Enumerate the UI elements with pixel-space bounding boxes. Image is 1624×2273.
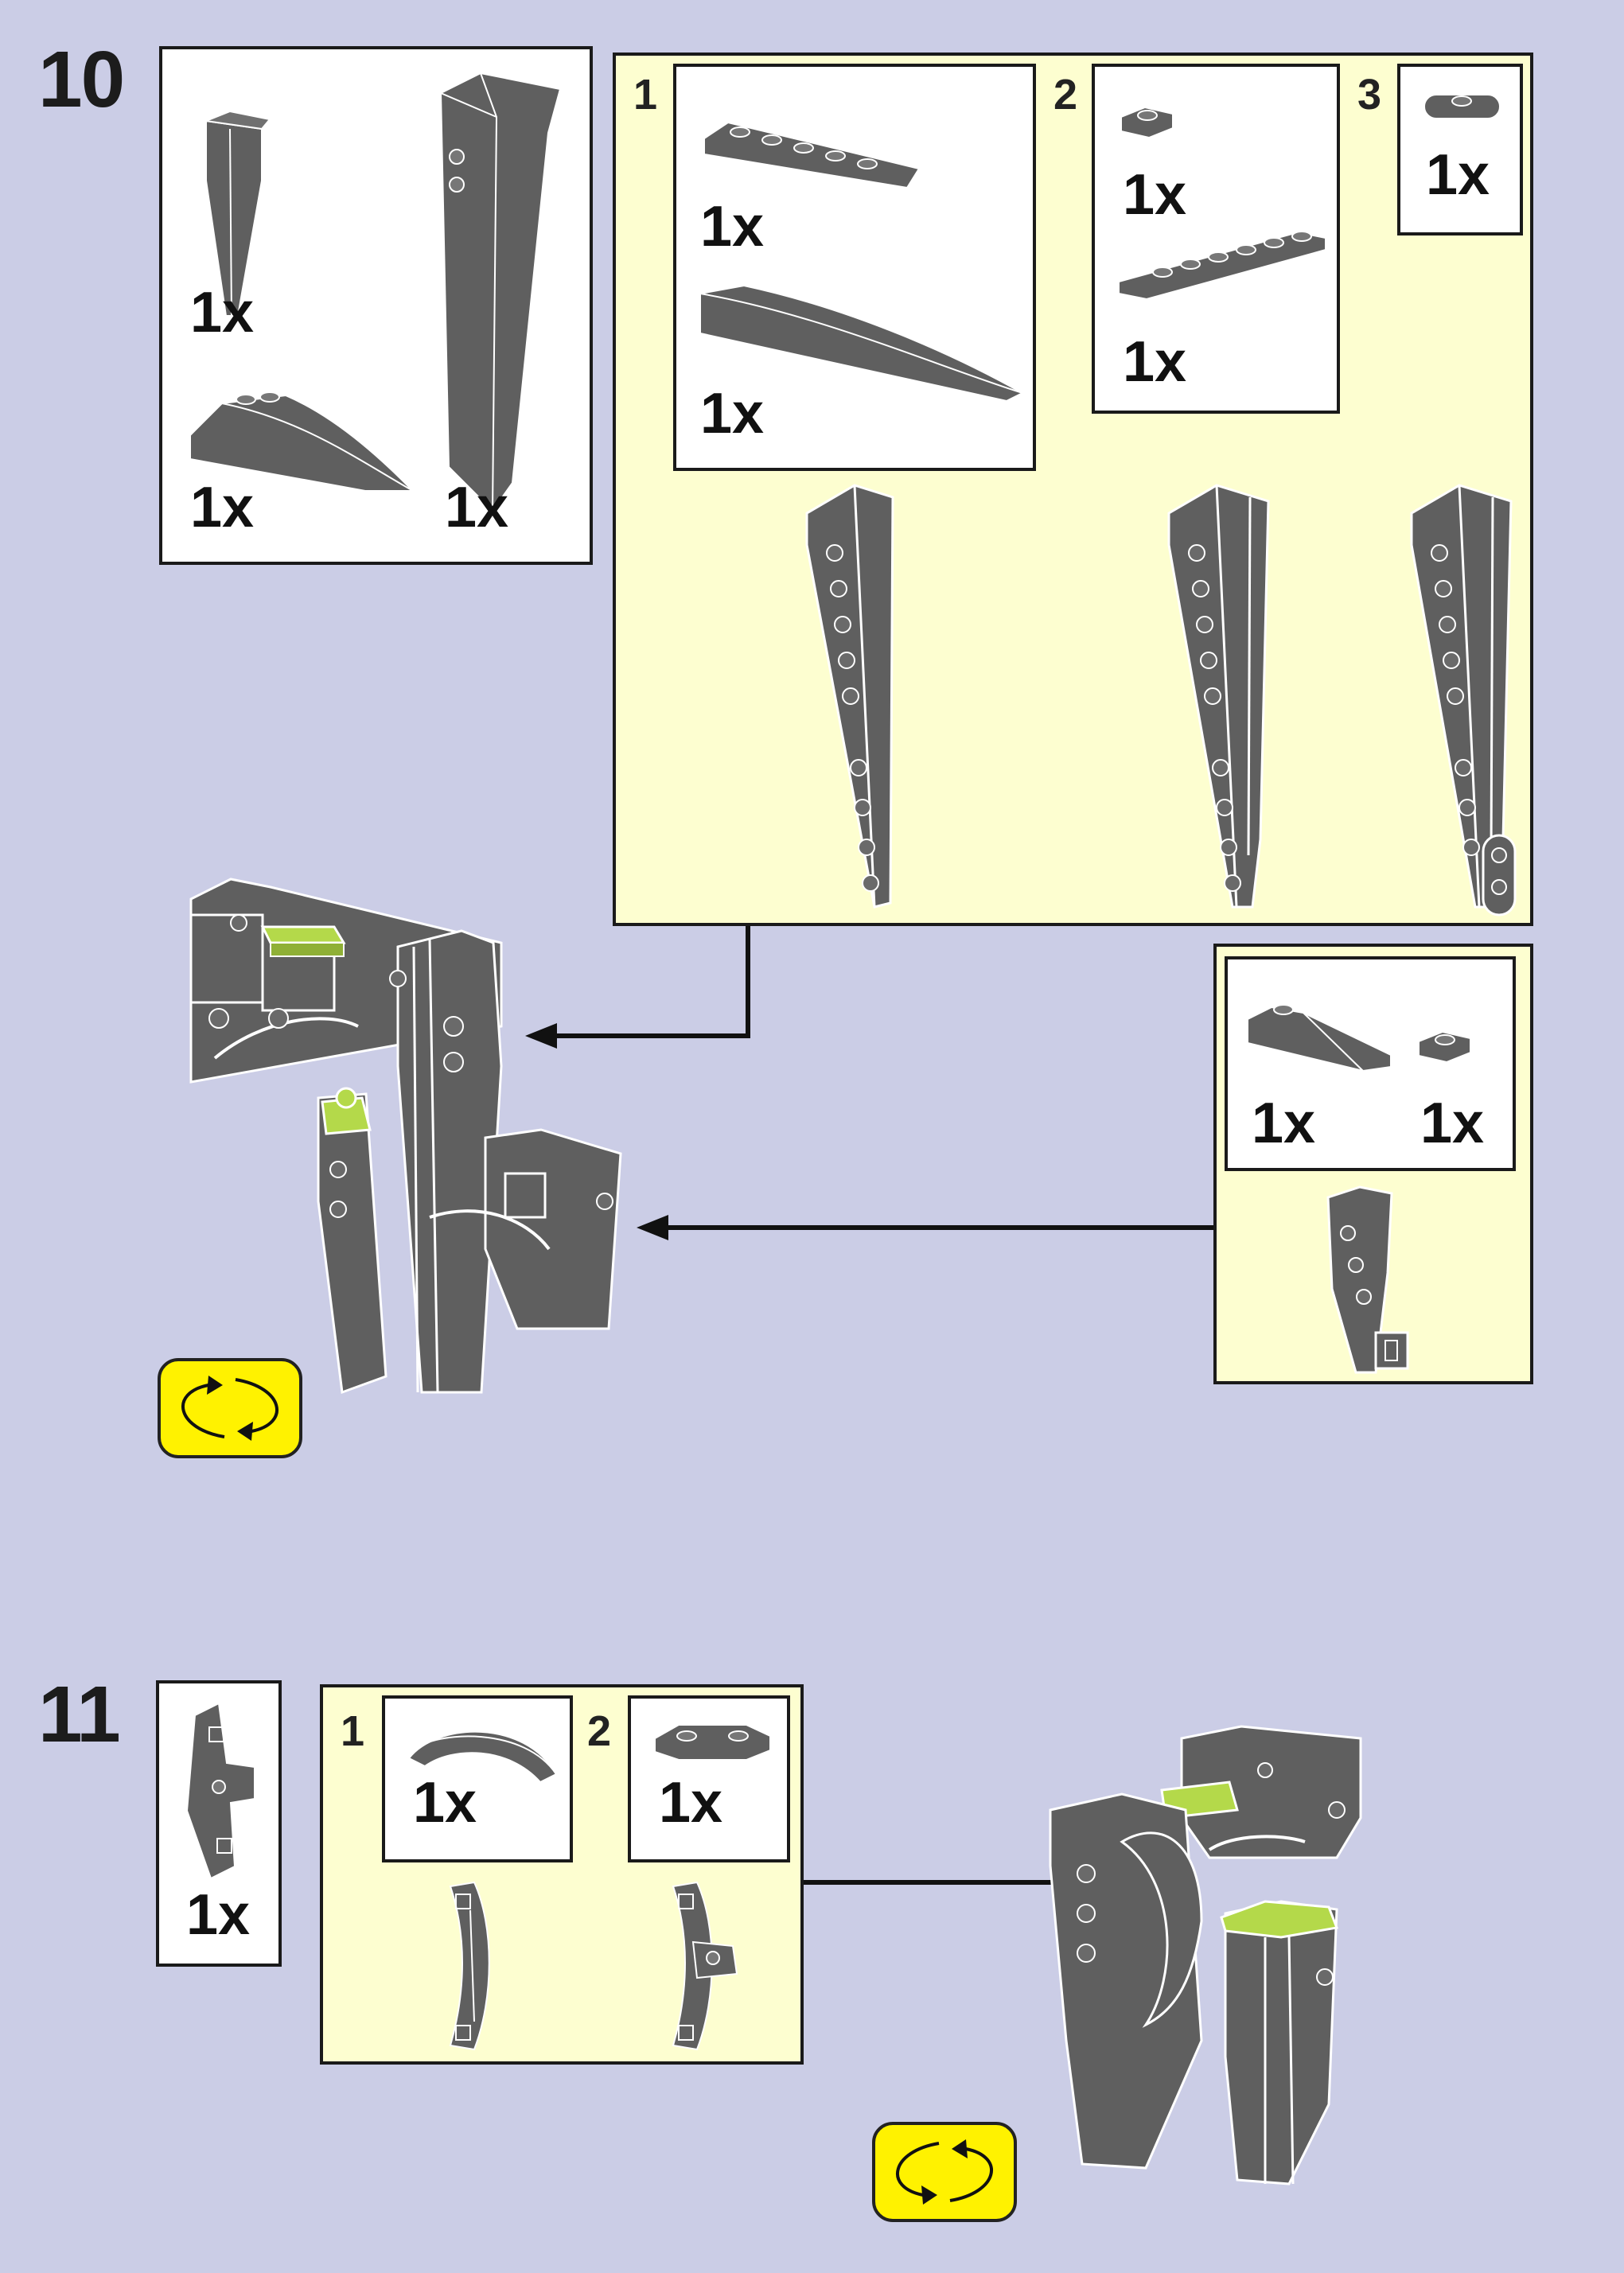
substep-number: 3 [1357,71,1382,119]
part-qty: 1x [445,476,509,539]
substep-number: 1 [341,1707,365,1755]
submodel-b-result-image [1326,1185,1409,1374]
curved-slope-icon [699,284,1025,403]
part-qty: 1x [659,1771,723,1835]
substep-number: 1 [633,71,658,119]
part-qty: 1x [190,281,255,344]
parts-list-step-11: 1x [156,1680,282,1967]
part-qty: 1x [190,476,255,539]
substep-3-parts: 1x [1397,64,1523,235]
part-qty: 1x [186,1883,251,1947]
step-11-model-image [1049,1725,1362,2185]
part-qty: 1x [700,382,765,446]
step-number-10: 10 [38,35,125,124]
tall-wedge-panel-icon [439,72,562,512]
slope-brick-icon [1247,1004,1392,1072]
part-qty: 1x [700,195,765,259]
step-number-11: 11 [38,1670,121,1759]
part-qty: 1x [1123,163,1187,227]
plate-1x6-icon [1118,231,1326,301]
part-qty: 1x [1123,330,1187,394]
substep-2-parts: 1x 1x [1092,64,1340,414]
curved-arch-icon [407,1730,558,1784]
substep-2-parts: 1x [628,1695,790,1862]
plate-1x1-icon [1120,106,1174,139]
submodel-stage-1-image [805,484,894,909]
rotate-model-icon [158,1358,302,1458]
substep-1-parts: 1x [382,1695,573,1862]
wedge-plate-icon [703,121,921,189]
submodel-stage-3-image [1410,484,1517,917]
submodel-b-step-10: 1x 1x [1213,944,1533,1384]
curved-wedge-slope-icon [189,391,415,492]
parts-list-step-10: 1x 1x 1x [159,46,593,565]
bracket-plate-icon [654,1724,771,1761]
submodel-step-11: 1 1x 2 1x [320,1684,804,2065]
substep-1-parts: 1x 1x [673,64,1036,471]
part-qty: 1x [413,1771,477,1835]
plate-1x1-icon [1418,1030,1471,1064]
submodel-stage-1-image [449,1881,490,2051]
part-qty: 1x [1252,1092,1316,1155]
step-10-model-image [189,878,622,1395]
part-qty: 1x [1426,143,1490,207]
bracket-plate-icon [185,1702,255,1880]
submodel-stage-2-image [672,1881,738,2051]
plate-round-end-icon [1423,94,1501,119]
submodel-b-parts: 1x 1x [1225,956,1516,1171]
submodel-a-step-10: 1 1x 1x 2 1x [613,53,1533,926]
submodel-stage-2-image [1167,484,1270,909]
rotate-model-icon [872,2122,1017,2222]
wedge-slope-icon [203,110,271,317]
part-qty: 1x [1420,1092,1485,1155]
substep-number: 2 [587,1707,612,1755]
substep-number: 2 [1053,71,1078,119]
